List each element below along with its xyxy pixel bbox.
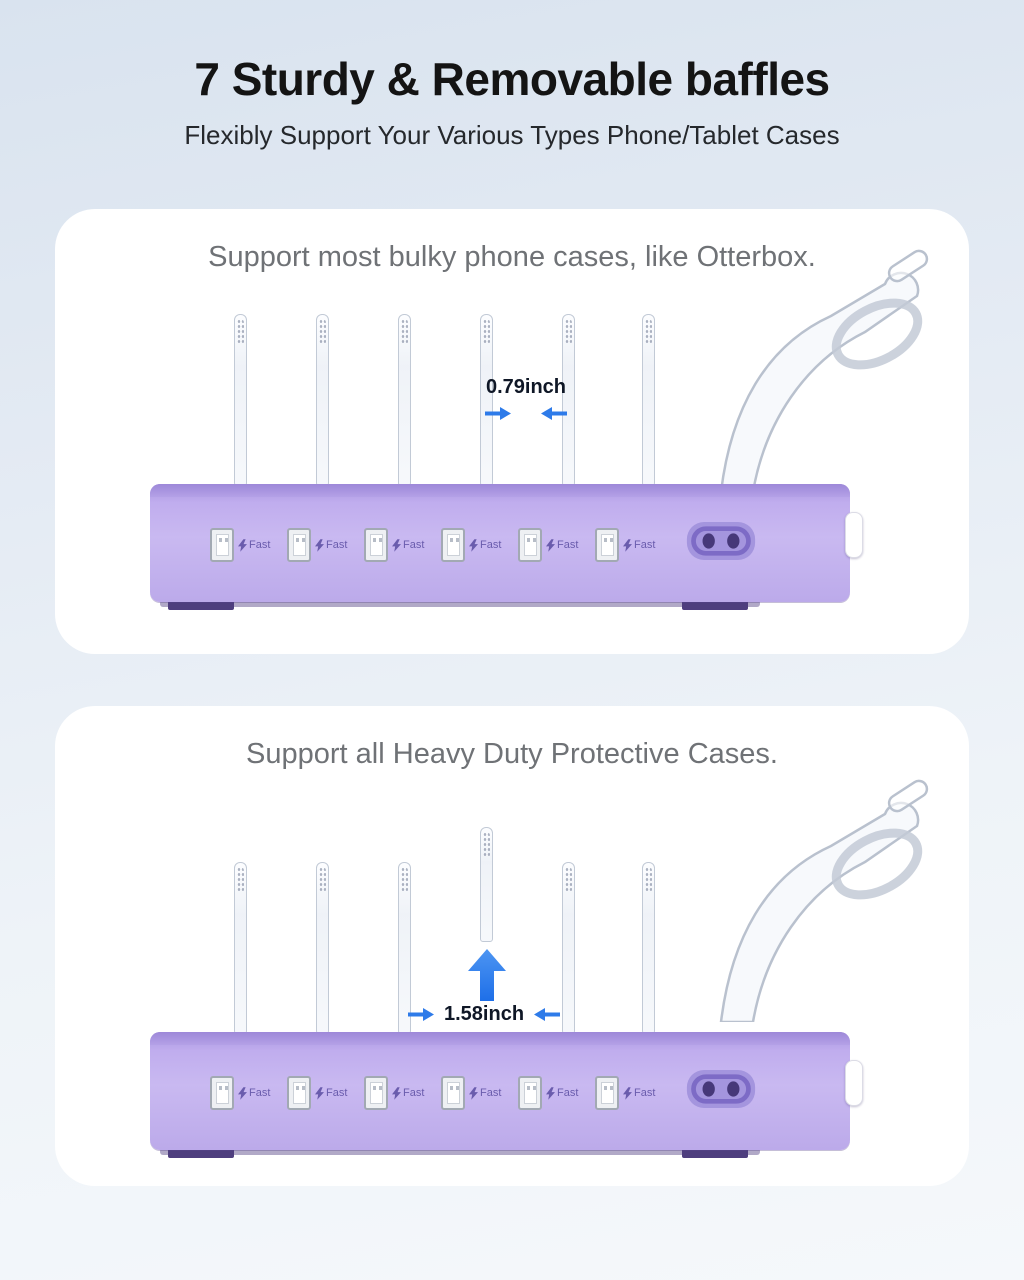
lightning-bolt-icon bbox=[546, 1086, 555, 1100]
fast-label: Fast bbox=[557, 539, 579, 551]
lightning-bolt-icon bbox=[315, 1086, 324, 1100]
baffle bbox=[398, 314, 411, 486]
fast-label: Fast bbox=[326, 1087, 348, 1099]
lightning-bolt-icon bbox=[546, 538, 555, 552]
arrow-left-icon bbox=[534, 1008, 561, 1021]
lightning-bolt-icon bbox=[315, 538, 324, 552]
usb-socket-icon bbox=[287, 528, 311, 562]
power-button bbox=[845, 1060, 863, 1106]
gap-measurement: 1.58inch bbox=[408, 1003, 561, 1026]
baffle bbox=[642, 314, 655, 486]
arrow-right-icon bbox=[485, 407, 511, 420]
usb-port: Fast bbox=[441, 528, 505, 562]
power-button bbox=[845, 512, 863, 558]
usb-socket-icon bbox=[518, 528, 542, 562]
arrow-up-icon bbox=[468, 949, 506, 1001]
baffle bbox=[562, 862, 575, 1034]
baffle bbox=[234, 314, 247, 486]
lightning-bolt-icon bbox=[623, 1086, 632, 1100]
usb-port: Fast bbox=[210, 528, 274, 562]
power-inlet-icon bbox=[686, 1070, 756, 1108]
usb-socket-icon bbox=[595, 1076, 619, 1110]
lightning-bolt-icon bbox=[238, 1086, 247, 1100]
charger-top-edge bbox=[150, 1032, 850, 1045]
usb-socket-icon bbox=[595, 528, 619, 562]
removed-baffle bbox=[719, 249, 929, 492]
usb-port: Fast bbox=[595, 1076, 659, 1110]
usb-port: Fast bbox=[595, 528, 659, 562]
usb-socket-icon bbox=[518, 1076, 542, 1110]
measurement-label: 1.58inch bbox=[444, 1003, 525, 1025]
baffle bbox=[316, 862, 329, 1034]
card-heavy-duty-cases: Support all Heavy Duty Protective Cases. bbox=[55, 706, 969, 1186]
fast-label: Fast bbox=[326, 539, 348, 551]
usb-socket-icon bbox=[364, 528, 388, 562]
charging-station-scene-2: 1.58inch Fast Fast Fast bbox=[150, 779, 929, 1172]
fast-label: Fast bbox=[480, 1087, 502, 1099]
base-shadow bbox=[160, 600, 760, 607]
baffle bbox=[642, 862, 655, 1034]
fast-label: Fast bbox=[403, 539, 425, 551]
card-bulky-cases: Support most bulky phone cases, like Ott… bbox=[55, 209, 969, 654]
charger-body: Fast Fast Fast Fast Fast bbox=[150, 484, 863, 602]
usb-ports: Fast Fast Fast Fast Fast bbox=[210, 528, 659, 562]
usb-socket-icon bbox=[441, 528, 465, 562]
fast-label: Fast bbox=[403, 1087, 425, 1099]
lightning-bolt-icon bbox=[469, 1086, 478, 1100]
usb-socket-icon bbox=[210, 1076, 234, 1110]
baffle bbox=[316, 314, 329, 486]
fast-label: Fast bbox=[634, 1087, 656, 1099]
lightning-bolt-icon bbox=[238, 538, 247, 552]
baffle bbox=[234, 862, 247, 1034]
arrow-left-icon bbox=[541, 407, 567, 420]
usb-socket-icon bbox=[441, 1076, 465, 1110]
lightning-bolt-icon bbox=[623, 538, 632, 552]
usb-socket-icon bbox=[364, 1076, 388, 1110]
charger-top-edge bbox=[150, 484, 850, 497]
baffle bbox=[398, 862, 411, 1034]
usb-socket-icon bbox=[210, 528, 234, 562]
usb-port: Fast bbox=[287, 528, 351, 562]
usb-port: Fast bbox=[518, 1076, 582, 1110]
gap-measurement: 0.79inch bbox=[446, 376, 606, 420]
measurement-label: 0.79inch bbox=[485, 376, 567, 398]
card2-heading: Support all Heavy Duty Protective Cases. bbox=[246, 738, 778, 770]
fast-label: Fast bbox=[557, 1087, 579, 1099]
usb-port: Fast bbox=[364, 528, 428, 562]
usb-port: Fast bbox=[441, 1076, 505, 1110]
card1-heading: Support most bulky phone cases, like Ott… bbox=[208, 241, 816, 273]
lightning-bolt-icon bbox=[392, 1086, 401, 1100]
charging-station-scene-1: 0.79inch Fast bbox=[150, 249, 929, 614]
lightning-bolt-icon bbox=[469, 538, 478, 552]
power-inlet-icon bbox=[686, 522, 756, 560]
usb-port: Fast bbox=[364, 1076, 428, 1110]
fast-label: Fast bbox=[480, 539, 502, 551]
usb-port: Fast bbox=[210, 1076, 274, 1110]
usb-ports: Fast Fast Fast Fast Fast bbox=[210, 1076, 659, 1110]
usb-port: Fast bbox=[518, 528, 582, 562]
arrow-right-icon bbox=[408, 1008, 434, 1021]
charger-body: Fast Fast Fast Fast Fast bbox=[150, 1032, 863, 1150]
header: 7 Sturdy & Removable baffles Flexibly Su… bbox=[0, 0, 1024, 151]
usb-socket-icon bbox=[287, 1076, 311, 1110]
fast-label: Fast bbox=[634, 539, 656, 551]
usb-port: Fast bbox=[287, 1076, 351, 1110]
page-title: 7 Sturdy & Removable baffles bbox=[194, 53, 830, 105]
base-shadow bbox=[160, 1148, 760, 1155]
baffle-raised bbox=[480, 827, 493, 942]
fast-label: Fast bbox=[249, 539, 271, 551]
lightning-bolt-icon bbox=[392, 538, 401, 552]
removed-baffle bbox=[719, 779, 929, 1022]
fast-label: Fast bbox=[249, 1087, 271, 1099]
page-subtitle: Flexibly Support Your Various Types Phon… bbox=[184, 120, 840, 150]
